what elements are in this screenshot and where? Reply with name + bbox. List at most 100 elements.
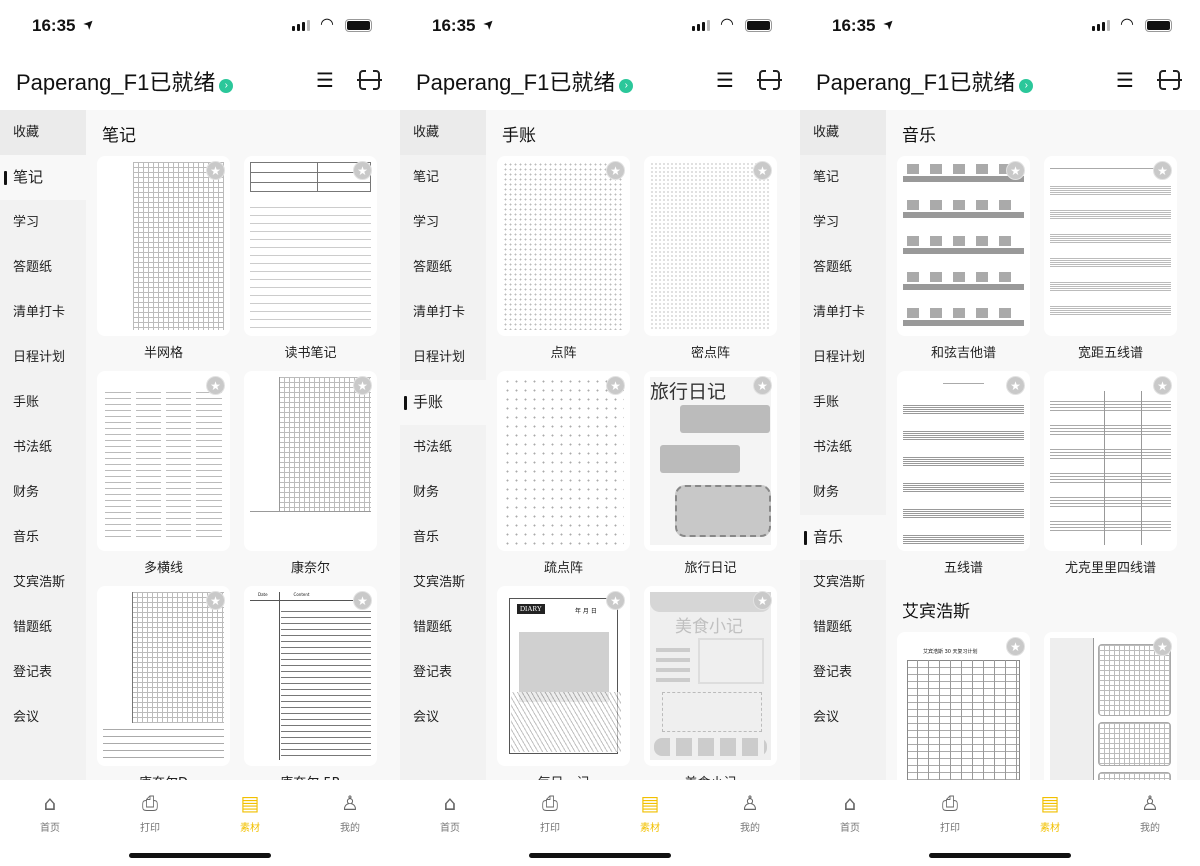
connected-chevron-icon[interactable]: › [619, 79, 634, 93]
template-thumbnail[interactable]: ★ [97, 156, 230, 336]
template-thumbnail[interactable]: 艾宾浩斯 30 天复习计划★ [897, 632, 1030, 780]
nav-item[interactable]: ▤素材 [600, 780, 700, 866]
sidebar-item[interactable]: 艾宾浩斯 [813, 575, 866, 590]
sidebar-item[interactable]: 笔记 [413, 170, 440, 185]
template-thumbnail[interactable]: ★ [897, 156, 1030, 336]
favorite-star-icon[interactable]: ★ [353, 376, 372, 395]
template-card[interactable]: ★点阵 [497, 156, 630, 371]
sidebar-item[interactable]: 日程计划 [13, 350, 66, 365]
sidebar-item[interactable]: 清单打卡 [413, 305, 466, 320]
template-card[interactable]: ★康奈尔 [244, 371, 377, 586]
template-list[interactable]: 笔记★半网格★读书笔记★多横线★康奈尔★康奈尔DDateContent★康奈尔 … [86, 110, 400, 780]
template-card[interactable]: ★ [1044, 632, 1177, 780]
sidebar-item[interactable]: 音乐 [800, 515, 886, 560]
sidebar-item[interactable]: 错题纸 [413, 620, 453, 635]
favorite-star-icon[interactable]: ★ [1153, 637, 1172, 656]
template-thumbnail[interactable]: ★ [1044, 371, 1177, 551]
sidebar-item[interactable]: 日程计划 [413, 350, 466, 365]
sidebar-item[interactable]: 登记表 [413, 665, 453, 680]
nav-item[interactable]: ⎙打印 [100, 780, 200, 866]
template-card[interactable]: ★康奈尔D [97, 586, 230, 780]
template-card[interactable]: ★读书笔记 [244, 156, 377, 371]
favorite-star-icon[interactable]: ★ [606, 376, 625, 395]
template-card[interactable]: 美食小记★美食小记 [644, 586, 777, 780]
sidebar-item[interactable]: 艾宾浩斯 [413, 575, 466, 590]
template-thumbnail[interactable]: ★ [897, 371, 1030, 551]
sidebar-item[interactable]: 会议 [813, 710, 840, 725]
sidebar-item[interactable]: 错题纸 [13, 620, 53, 635]
template-thumbnail[interactable]: ★ [244, 156, 377, 336]
sidebar-item[interactable]: 登记表 [813, 665, 853, 680]
template-thumbnail[interactable]: ★ [497, 156, 630, 336]
favorite-star-icon[interactable]: ★ [753, 376, 772, 395]
template-card[interactable]: 艾宾浩斯 30 天复习计划★ [897, 632, 1030, 780]
scan-icon[interactable] [1157, 69, 1182, 91]
template-card[interactable]: ★多横线 [97, 371, 230, 586]
favorite-star-icon[interactable]: ★ [206, 161, 225, 180]
sidebar-item[interactable]: 答题纸 [13, 260, 53, 275]
favorite-star-icon[interactable]: ★ [753, 591, 772, 610]
nav-item[interactable]: ▤素材 [200, 780, 300, 866]
nav-item[interactable]: ⎙打印 [900, 780, 1000, 866]
nav-item[interactable]: ⎙打印 [500, 780, 600, 866]
home-indicator[interactable] [929, 853, 1071, 858]
favorite-star-icon[interactable]: ★ [606, 591, 625, 610]
device-status-title[interactable]: Paperang_F1已就绪› [816, 65, 1034, 97]
connected-chevron-icon[interactable]: › [219, 79, 234, 93]
favorite-star-icon[interactable]: ★ [753, 161, 772, 180]
sidebar-item[interactable]: 财务 [813, 485, 840, 500]
home-indicator[interactable] [129, 853, 271, 858]
sidebar-item[interactable]: 手账 [13, 395, 40, 410]
template-thumbnail[interactable]: ★ [497, 371, 630, 551]
template-thumbnail[interactable]: ★ [1044, 156, 1177, 336]
nav-item[interactable]: ▤素材 [1000, 780, 1100, 866]
template-thumbnail[interactable]: 美食小记★ [644, 586, 777, 766]
connected-chevron-icon[interactable]: › [1019, 79, 1034, 93]
favorite-star-icon[interactable]: ★ [1006, 376, 1025, 395]
sidebar-item[interactable]: 收藏 [0, 110, 86, 155]
sidebar-item[interactable]: 学习 [413, 215, 440, 230]
template-card[interactable]: ★尤克里里四线谱 [1044, 371, 1177, 586]
nav-item[interactable]: ♙我的 [300, 780, 400, 866]
template-thumbnail[interactable]: ★ [97, 371, 230, 551]
sidebar-item[interactable]: 艾宾浩斯 [13, 575, 66, 590]
sidebar-item[interactable]: 书法纸 [413, 440, 453, 455]
sidebar-item[interactable]: 音乐 [413, 530, 440, 545]
sidebar-item[interactable]: 清单打卡 [813, 305, 866, 320]
sidebar-item[interactable]: 音乐 [13, 530, 40, 545]
sidebar-item[interactable]: 收藏 [400, 110, 486, 155]
favorite-star-icon[interactable]: ★ [206, 591, 225, 610]
template-card[interactable]: 旅行日记★旅行日记 [644, 371, 777, 586]
sidebar-item[interactable]: 会议 [413, 710, 440, 725]
sidebar-item[interactable]: 答题纸 [813, 260, 853, 275]
sidebar-item[interactable]: 学习 [813, 215, 840, 230]
template-thumbnail[interactable]: ★ [1044, 632, 1177, 780]
print-queue-icon[interactable]: ☰ [316, 68, 334, 92]
template-thumbnail[interactable]: 旅行日记★ [644, 371, 777, 551]
sidebar-item[interactable]: 书法纸 [813, 440, 853, 455]
template-card[interactable]: ★五线谱 [897, 371, 1030, 586]
template-list[interactable]: 音乐★和弦吉他谱★宽距五线谱★五线谱★尤克里里四线谱艾宾浩斯艾宾浩斯 30 天复… [886, 110, 1200, 780]
sidebar-item[interactable]: 答题纸 [413, 260, 453, 275]
sidebar-item[interactable]: 财务 [413, 485, 440, 500]
print-queue-icon[interactable]: ☰ [716, 68, 734, 92]
nav-item[interactable]: ♙我的 [700, 780, 800, 866]
template-card[interactable]: ★疏点阵 [497, 371, 630, 586]
favorite-star-icon[interactable]: ★ [1153, 376, 1172, 395]
favorite-star-icon[interactable]: ★ [1006, 637, 1025, 656]
template-card[interactable]: ★和弦吉他谱 [897, 156, 1030, 371]
print-queue-icon[interactable]: ☰ [1116, 68, 1134, 92]
template-card[interactable]: ★宽距五线谱 [1044, 156, 1177, 371]
sidebar-item[interactable]: 财务 [13, 485, 40, 500]
sidebar-item[interactable]: 学习 [13, 215, 40, 230]
nav-item[interactable]: ⌂首页 [0, 780, 100, 866]
favorite-star-icon[interactable]: ★ [353, 161, 372, 180]
sidebar-item[interactable]: 笔记 [813, 170, 840, 185]
template-thumbnail[interactable]: ★ [644, 156, 777, 336]
nav-item[interactable]: ⌂首页 [400, 780, 500, 866]
nav-item[interactable]: ⌂首页 [800, 780, 900, 866]
scan-icon[interactable] [357, 69, 382, 91]
